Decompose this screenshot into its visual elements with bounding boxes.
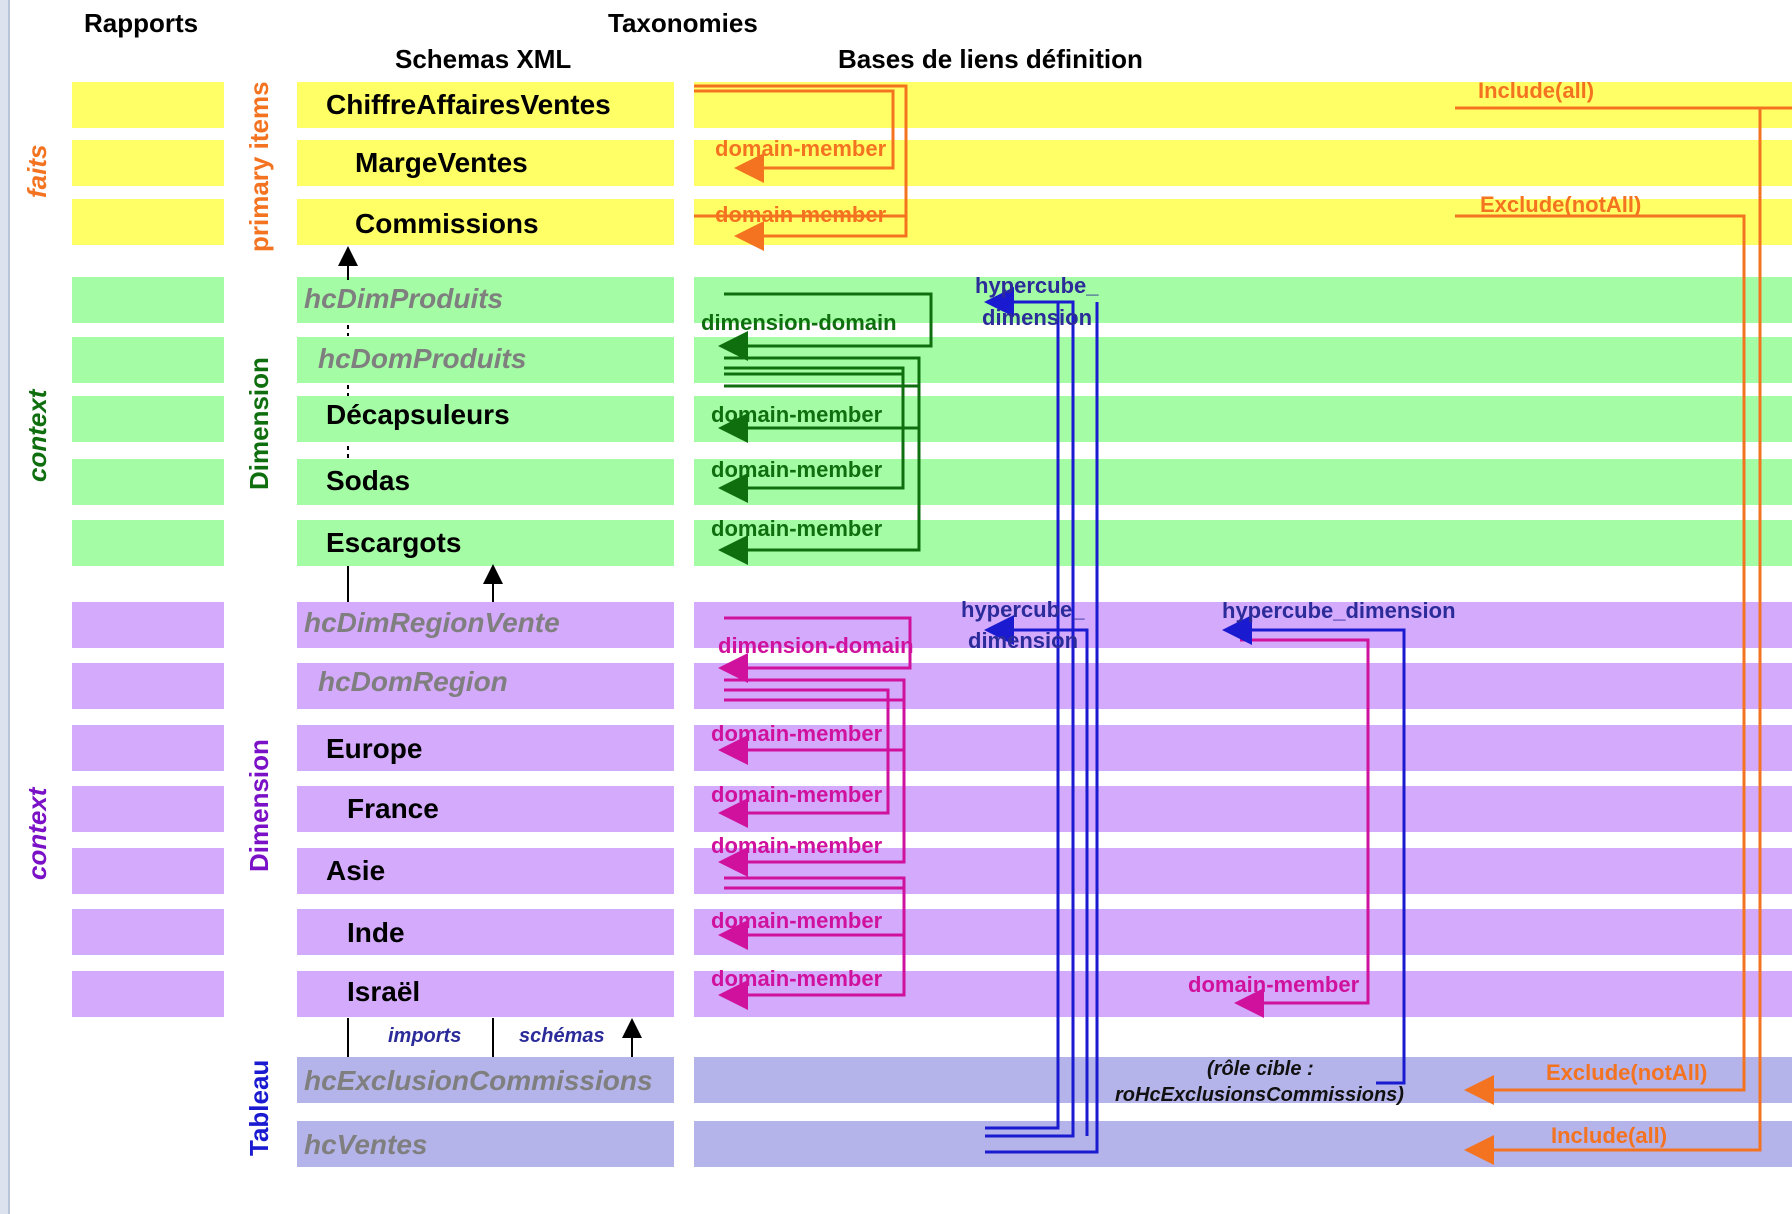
role-cible-value: roHcExclusionsCommissions)	[1115, 1084, 1404, 1106]
element-hc-exclusion-commissions: hcExclusionCommissions	[304, 1065, 653, 1096]
schema-band	[297, 337, 674, 383]
element-hc-dom-produits: hcDomProduits	[318, 343, 527, 374]
schema-band	[297, 602, 674, 648]
imports-label: imports	[388, 1025, 462, 1047]
rapport-band	[72, 786, 224, 832]
element-marge-ventes: MargeVentes	[355, 147, 528, 178]
header-schemas-xml: Schemas XML	[395, 44, 572, 74]
schema-band	[297, 199, 674, 245]
rapport-band	[72, 848, 224, 894]
schema-band	[297, 725, 674, 771]
element-israel: Israël	[347, 976, 421, 1007]
linkbase-band	[694, 277, 1792, 323]
schema-band	[297, 277, 674, 323]
element-hc-ventes: hcVentes	[304, 1129, 428, 1160]
link-dimension-domain: dimension-domain	[701, 310, 897, 335]
link-domain-member: domain-member	[715, 202, 887, 227]
rapport-band	[72, 337, 224, 383]
rapport-band	[72, 396, 224, 442]
linkbase-band	[694, 520, 1792, 566]
linkbase-band	[694, 1121, 1792, 1167]
schema-band	[297, 459, 674, 505]
linkbase-band	[694, 909, 1792, 955]
link-domain-member: domain-member	[711, 782, 883, 807]
link-domain-member: domain-member	[711, 966, 883, 991]
element-decapsuleurs: Décapsuleurs	[326, 399, 510, 430]
schema-band	[297, 1121, 674, 1167]
link-dimension-domain: dimension-domain	[718, 633, 914, 658]
schema-band	[297, 848, 674, 894]
schema-band	[297, 140, 674, 186]
rapport-band	[72, 971, 224, 1017]
element-hc-dom-region: hcDomRegion	[318, 666, 508, 697]
schema-band	[297, 1057, 674, 1103]
element-france: France	[347, 793, 439, 824]
rapport-band	[72, 140, 224, 186]
link-domain-member: domain-member	[711, 402, 883, 427]
rapport-band	[72, 909, 224, 955]
link-domain-member: domain-member	[711, 457, 883, 482]
schema-band	[297, 909, 674, 955]
element-hc-dim-produits: hcDimProduits	[304, 283, 504, 314]
element-asie: Asie	[326, 855, 386, 886]
link-exclude-notall-bottom: Exclude(notAll)	[1546, 1060, 1708, 1085]
link-domain-member: domain-member	[711, 516, 883, 541]
schema-band	[297, 971, 674, 1017]
linkbase-band	[694, 786, 1792, 832]
rapport-band	[72, 82, 224, 128]
rapport-band	[72, 459, 224, 505]
header-rapports: Rapports	[84, 8, 199, 38]
linkbase-band	[694, 1057, 1792, 1103]
element-sodas: Sodas	[326, 465, 411, 496]
schema-band	[297, 520, 674, 566]
link-hypercube-dimension: dimension	[968, 628, 1079, 653]
rapport-band	[72, 277, 224, 323]
link-include-all-bottom: Include(all)	[1551, 1123, 1668, 1148]
linkbase-band	[694, 725, 1792, 771]
schema-band	[297, 786, 674, 832]
rapport-band	[72, 520, 224, 566]
linkbase-band	[694, 459, 1792, 505]
schema-band	[297, 663, 674, 709]
link-exclude-notall-top: Exclude(notAll)	[1480, 192, 1642, 217]
link-domain-member: domain-member	[715, 136, 887, 161]
linkbase-band	[694, 140, 1792, 186]
element-europe: Europe	[326, 733, 423, 764]
left-margin-strip	[0, 0, 8, 1214]
linkbase-band	[694, 848, 1792, 894]
link-include-all-top: Include(all)	[1478, 78, 1595, 103]
linkbase-band	[694, 396, 1792, 442]
rapport-band	[72, 725, 224, 771]
element-escargots: Escargots	[326, 527, 462, 558]
schema-band	[297, 396, 674, 442]
link-domain-member: domain-member	[711, 833, 883, 858]
link-domain-member: domain-member	[1188, 972, 1360, 997]
link-hypercube-dimension: hypercube_	[975, 273, 1099, 298]
left-margin-line	[8, 0, 10, 1214]
rapport-band	[72, 602, 224, 648]
element-hc-dim-region-vente: hcDimRegionVente	[304, 607, 560, 638]
element-inde: Inde	[347, 917, 405, 948]
link-domain-member: domain-member	[711, 908, 883, 933]
schemas-label: schémas	[519, 1025, 605, 1047]
role-cible-label: (rôle cible :	[1207, 1058, 1314, 1080]
link-domain-member: domain-member	[711, 721, 883, 746]
link-hypercube-dimension: hypercube_dimension	[1222, 598, 1456, 623]
header-bases-liens: Bases de liens définition	[838, 44, 1143, 74]
element-commissions: Commissions	[355, 208, 539, 239]
rapport-band	[72, 199, 224, 245]
link-hypercube-dimension: dimension	[982, 305, 1093, 330]
rapport-band	[72, 663, 224, 709]
link-hypercube-dimension: hypercube_	[961, 597, 1085, 622]
header-taxonomies: Taxonomies	[608, 8, 758, 38]
element-chiffre-affaires-ventes: ChiffreAffairesVentes	[326, 89, 611, 120]
schema-band	[297, 82, 674, 128]
